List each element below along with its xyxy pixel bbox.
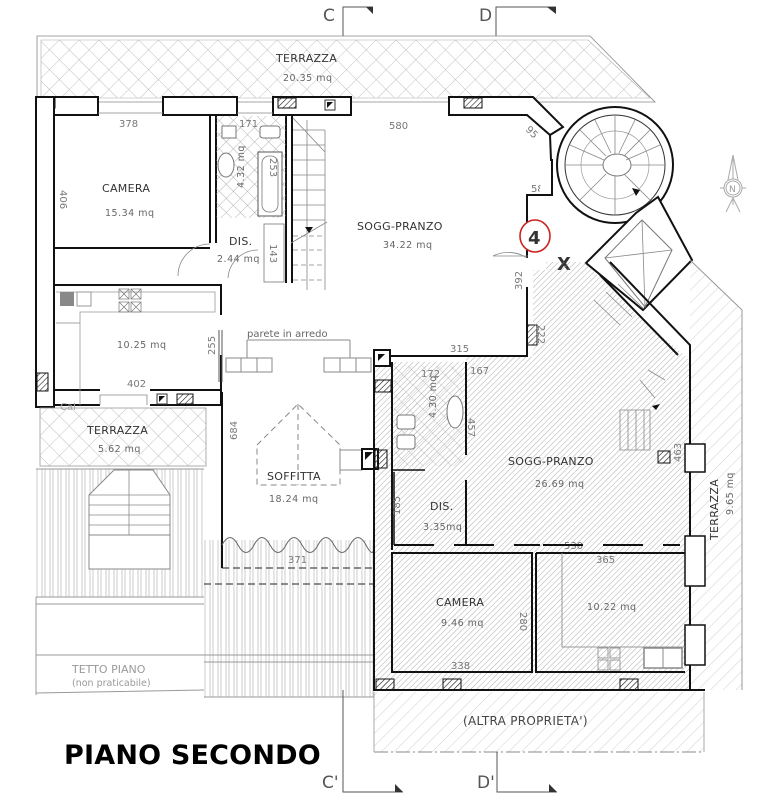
svg-text:DIS.: DIS. bbox=[430, 500, 453, 513]
section-marker-d-bottom: D' bbox=[477, 752, 557, 793]
svg-text:2.44 mq: 2.44 mq bbox=[217, 254, 260, 265]
svg-text:3.35mq: 3.35mq bbox=[423, 522, 462, 533]
svg-text:(non praticabile): (non praticabile) bbox=[72, 678, 151, 689]
svg-text:402: 402 bbox=[127, 379, 146, 390]
svg-text:580: 580 bbox=[389, 121, 408, 132]
svg-text:TERRAZZA: TERRAZZA bbox=[708, 479, 721, 541]
room-camera-top: CAMERA 15.34 mq 378 406 bbox=[57, 119, 155, 219]
north-arrow-icon: N bbox=[720, 154, 746, 213]
svg-text:58: 58 bbox=[531, 184, 544, 195]
svg-text:255: 255 bbox=[207, 336, 218, 355]
svg-text:15.34 mq: 15.34 mq bbox=[105, 208, 155, 219]
svg-text:TERRAZZA: TERRAZZA bbox=[275, 52, 337, 65]
svg-text:18.24 mq: 18.24 mq bbox=[269, 494, 319, 505]
tetto-piano: TETTO PIANO (non praticabile) bbox=[35, 597, 205, 695]
room-camera-bottom: CAMERA 9.46 mq 280 338 bbox=[391, 552, 533, 673]
svg-text:9.65 mq: 9.65 mq bbox=[725, 472, 736, 515]
svg-text:185: 185 bbox=[392, 496, 403, 515]
svg-text:315: 315 bbox=[450, 344, 469, 355]
svg-text:D': D' bbox=[477, 773, 495, 793]
elevator-shaft bbox=[584, 195, 694, 312]
section-marker-d-top: D bbox=[479, 6, 556, 37]
room-bagno-bottom: 172 4.30 mq 457 bbox=[394, 366, 476, 466]
svg-text:253: 253 bbox=[267, 158, 278, 177]
svg-text:5.62 mq: 5.62 mq bbox=[98, 444, 141, 455]
stairs-top bbox=[290, 117, 328, 290]
section-marker-c-top: C bbox=[323, 6, 373, 37]
terrazza-right: TERRAZZA 9.65 mq bbox=[708, 472, 736, 541]
svg-text:167: 167 bbox=[470, 366, 489, 377]
svg-text:SOGG-PRANZO: SOGG-PRANZO bbox=[357, 220, 443, 233]
svg-text:SOFFITTA: SOFFITTA bbox=[267, 470, 321, 483]
terrazza-top: TERRAZZA 20.35 mq bbox=[36, 35, 656, 103]
svg-text:463: 463 bbox=[673, 443, 684, 462]
svg-text:20.35 mq: 20.35 mq bbox=[283, 73, 333, 84]
altra-proprieta: (ALTRA PROPRIETA') bbox=[373, 692, 705, 753]
svg-text:365: 365 bbox=[596, 555, 615, 566]
svg-text:CAMERA: CAMERA bbox=[436, 596, 484, 609]
svg-text:143: 143 bbox=[267, 244, 278, 263]
svg-text:34.22 mq: 34.22 mq bbox=[383, 240, 433, 251]
svg-text:9.46 mq: 9.46 mq bbox=[441, 618, 484, 629]
room-cucina-top: 10.25 mq 255 402 Cal bbox=[56, 288, 223, 413]
svg-text:392: 392 bbox=[514, 271, 525, 290]
svg-text:TETTO PIANO: TETTO PIANO bbox=[71, 663, 146, 676]
svg-text:D: D bbox=[479, 6, 492, 26]
svg-text:C': C' bbox=[322, 773, 339, 793]
svg-text:172: 172 bbox=[421, 369, 440, 380]
svg-text:10.22 mq: 10.22 mq bbox=[587, 602, 637, 613]
svg-text:95: 95 bbox=[523, 124, 540, 141]
svg-text:457: 457 bbox=[465, 418, 476, 437]
svg-text:C: C bbox=[323, 6, 335, 26]
svg-text:SOGG-PRANZO: SOGG-PRANZO bbox=[508, 455, 594, 468]
marker-badge-4: 4 bbox=[519, 219, 551, 253]
svg-text:371: 371 bbox=[288, 555, 307, 566]
spiral-staircase bbox=[556, 106, 674, 224]
svg-text:684: 684 bbox=[229, 421, 240, 440]
room-dis-top: DIS. 2.44 mq 143 bbox=[177, 223, 285, 283]
svg-text:10.25 mq: 10.25 mq bbox=[117, 340, 167, 351]
roof-area bbox=[36, 468, 374, 698]
svg-text:Cal: Cal bbox=[60, 402, 76, 413]
building-walls-top bbox=[35, 96, 565, 408]
page-title: PIANO SECONDO bbox=[64, 740, 321, 771]
room-cucina-bottom: 10.22 mq bbox=[535, 552, 685, 673]
svg-text:406: 406 bbox=[57, 190, 68, 209]
svg-text:26.69 mq: 26.69 mq bbox=[535, 479, 585, 490]
svg-text:CAMERA: CAMERA bbox=[102, 182, 150, 195]
terrazza-left: TERRAZZA 5.62 mq bbox=[39, 407, 207, 467]
svg-text:222: 222 bbox=[535, 325, 546, 344]
parete-in-arredo: parete in arredo bbox=[225, 329, 372, 373]
svg-text:171: 171 bbox=[239, 119, 258, 130]
svg-text:4.30 mq: 4.30 mq bbox=[428, 375, 439, 418]
svg-text:parete in arredo: parete in arredo bbox=[247, 329, 328, 340]
svg-text:280: 280 bbox=[517, 612, 528, 631]
room-sogg-pranzo-top: SOGG-PRANZO 34.22 mq 580 95 58 392 315 bbox=[357, 121, 553, 357]
svg-text:DIS.: DIS. bbox=[229, 235, 252, 248]
room-sogg-pranzo-bottom: SOGG-PRANZO 26.69 mq 167 463 530 365 222 bbox=[394, 325, 684, 566]
room-bagno-top: 171 4.32 mq 253 bbox=[216, 116, 286, 218]
svg-text:378: 378 bbox=[119, 119, 138, 130]
svg-text:(ALTRA PROPRIETA'): (ALTRA PROPRIETA') bbox=[463, 714, 588, 728]
lower-apartment bbox=[373, 259, 743, 691]
section-marker-c-bottom: C' bbox=[322, 690, 403, 793]
svg-text:TERRAZZA: TERRAZZA bbox=[86, 424, 148, 437]
svg-text:4.32 mq: 4.32 mq bbox=[236, 145, 247, 188]
room-dis-bottom: DIS. 3.35mq 185 bbox=[392, 469, 462, 545]
stairs-lower bbox=[593, 283, 666, 451]
svg-text:530: 530 bbox=[564, 541, 583, 552]
svg-text:N: N bbox=[729, 185, 736, 195]
svg-text:4: 4 bbox=[528, 228, 541, 249]
svg-text:338: 338 bbox=[451, 661, 470, 672]
